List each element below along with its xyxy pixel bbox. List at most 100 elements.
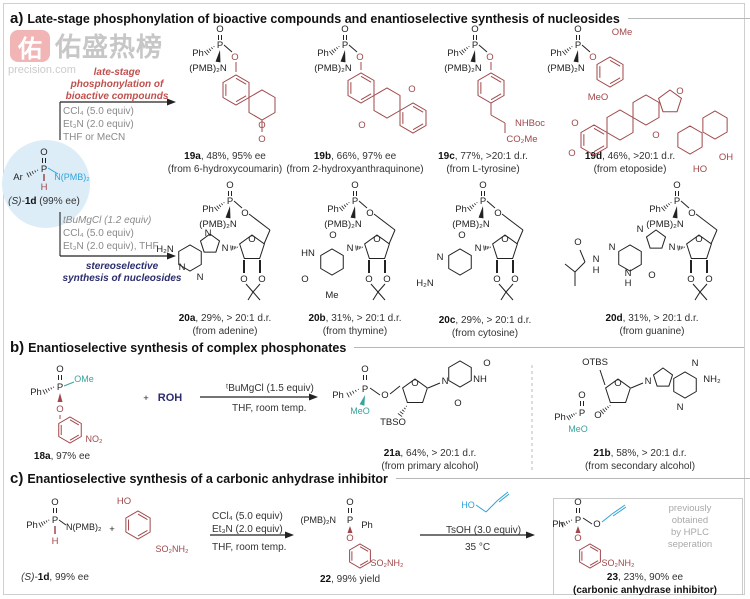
bond — [573, 413, 575, 416]
bond — [474, 203, 476, 206]
condition: tBuMgCl (1.2 equiv) — [63, 215, 152, 226]
bond — [609, 404, 611, 407]
bond — [348, 201, 350, 204]
bond — [412, 123, 424, 131]
bond — [349, 391, 352, 396]
atom-label: HO — [693, 164, 707, 175]
bond — [484, 245, 487, 250]
figure-frame — [3, 3, 745, 595]
six-membered-ring — [673, 371, 697, 399]
atom-label: O — [458, 230, 465, 241]
atom-label: N — [222, 243, 229, 254]
bond — [45, 520, 48, 523]
bond — [377, 291, 386, 301]
atom-label: NH₂ — [703, 374, 721, 385]
atom-label: N — [442, 376, 449, 387]
six-membered-ring — [579, 543, 601, 569]
caption-20d: 20d, 31%, > 20:1 d.r.(from guanine) — [605, 312, 698, 338]
atom-label: P — [347, 515, 353, 526]
bond — [604, 407, 608, 411]
six-membered-ring — [448, 360, 472, 388]
atom-label: P — [41, 164, 47, 175]
bond — [42, 389, 46, 395]
bond — [352, 390, 355, 394]
atom-label: O — [571, 118, 578, 129]
atom-label: P — [52, 515, 58, 526]
caption-20b: 20b, 31%, > 20:1 d.r.(from thymine) — [308, 312, 401, 338]
wedge-bond — [573, 50, 579, 63]
atom-label: O — [574, 24, 581, 35]
atom-label: P — [579, 408, 585, 419]
bond — [630, 382, 644, 389]
atom-label: O — [593, 519, 600, 530]
bond — [218, 204, 222, 208]
wedge-bond — [347, 526, 353, 533]
atom-label: Ph — [332, 390, 344, 401]
bond — [475, 504, 487, 513]
six-membered-ring — [58, 416, 82, 444]
atom-label: N — [179, 262, 186, 273]
atom-label: O — [301, 274, 308, 285]
atom-label: O — [574, 497, 581, 508]
caption-22: 22, 99% yield — [320, 573, 380, 586]
atom-label: N — [609, 242, 616, 253]
label-line: bioactive compounds — [65, 91, 169, 102]
six-membered-ring — [349, 543, 371, 569]
label-line: late-stage — [93, 67, 141, 78]
compound-id: 20b — [308, 313, 326, 324]
atom-label: O — [231, 52, 238, 63]
bond — [609, 77, 621, 85]
atom-label: O — [568, 148, 575, 159]
atom-label: + — [109, 524, 115, 535]
header-rule — [354, 347, 745, 348]
atom-label: P — [57, 382, 63, 393]
bond — [373, 213, 396, 231]
caption-18a: 18a, 97% ee — [34, 450, 90, 463]
bond — [668, 203, 670, 206]
wedge-bond — [470, 50, 476, 63]
bond — [333, 48, 337, 52]
atom-label: Ph — [26, 520, 38, 531]
atom-label: O — [51, 497, 58, 508]
five-membered-ring — [402, 378, 428, 404]
section-c-header: c) Enantioselective synthesis of a carbo… — [10, 470, 750, 487]
bond — [575, 412, 577, 414]
bond — [233, 200, 243, 209]
atom-label: H — [593, 265, 600, 276]
atom-label: O — [365, 274, 372, 285]
bond — [360, 75, 372, 83]
condition: CCl₄ (5.0 equiv) — [212, 511, 283, 522]
atom-label: P — [227, 196, 233, 207]
caption-19b: 19b, 66%, 97% ee(from 2-hydroxyanthraqui… — [286, 150, 423, 176]
atom-label: P — [575, 40, 581, 51]
bond — [245, 283, 254, 293]
bond — [137, 513, 148, 520]
section-a-header: a) Late-stage phosphonylation of bioacti… — [10, 10, 750, 27]
atom-label: N — [669, 242, 676, 253]
atom-label: MeO — [568, 424, 588, 434]
bond — [589, 546, 599, 552]
compound-source: (from secondary alcohol) — [584, 461, 696, 472]
stereo-prefix: (S)- — [21, 572, 38, 583]
bond — [137, 530, 148, 537]
compound-result: , 77%, >20:1 d.r. — [454, 151, 528, 162]
atom-label: H₂N — [416, 278, 434, 289]
atom-label: N — [437, 252, 444, 263]
bond — [235, 77, 247, 85]
atom-label: O — [241, 208, 248, 219]
compound-id: 21b — [593, 448, 611, 459]
atom-label: CO₂Me — [506, 134, 537, 145]
label-line: synthesis of nucleosides — [62, 273, 182, 284]
atom-label: Ph — [554, 412, 566, 423]
bond — [355, 245, 357, 251]
atom-label: P — [674, 196, 680, 207]
section-title: Late-stage phosphonylation of bioactive … — [27, 11, 620, 26]
atom-label: O — [258, 134, 265, 145]
bond — [216, 205, 220, 210]
atom-label: Ph — [202, 204, 214, 215]
atom-label: Ph — [192, 48, 204, 59]
roh-label: ROH — [158, 392, 183, 404]
atom-label: Ar — [13, 172, 23, 183]
bond — [47, 167, 59, 175]
compound-source: (from 2-hydroxyanthraquinone) — [286, 164, 424, 175]
